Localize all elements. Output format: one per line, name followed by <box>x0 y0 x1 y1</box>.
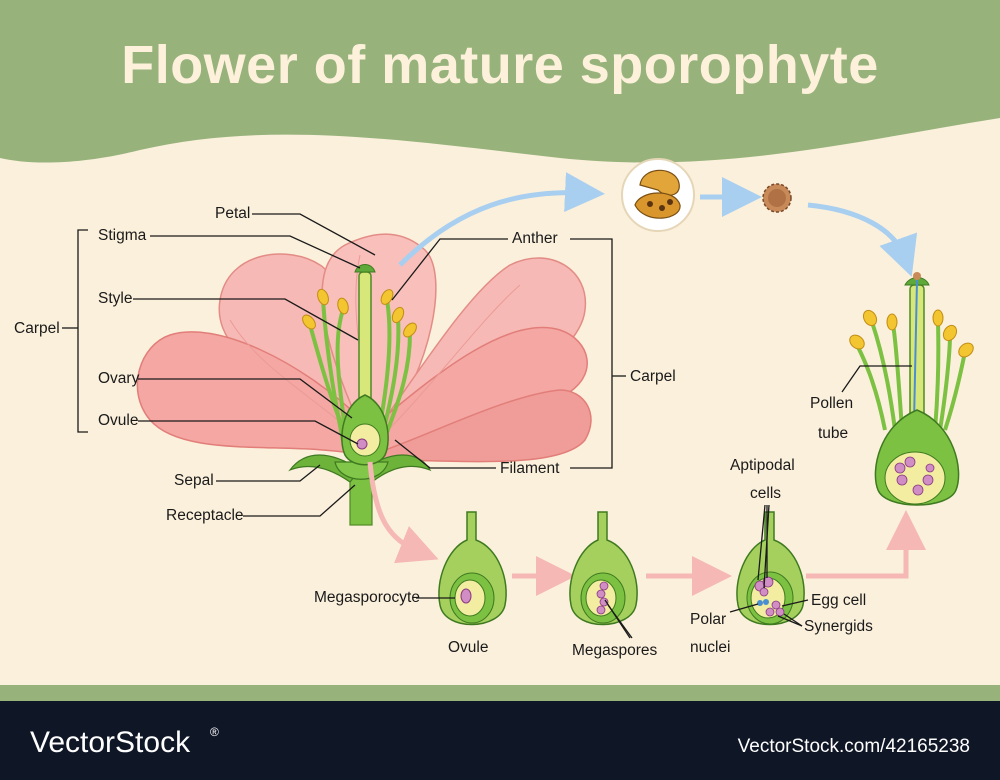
footer-url: VectorStock.com/42165238 <box>738 736 970 757</box>
label-antipodal-line2: cells <box>750 485 781 502</box>
pollen-grain <box>762 183 792 213</box>
arrow-stage3-to-pistil <box>806 510 926 579</box>
page-title: Flower of mature sporophyte <box>121 35 879 95</box>
label-polar-line2: nuclei <box>690 639 731 656</box>
ovule-stage-2 <box>569 511 638 626</box>
label-sepal: Sepal <box>174 472 214 489</box>
label-petal: Petal <box>215 205 250 222</box>
anther-closeup <box>621 158 695 232</box>
anthers <box>302 288 417 338</box>
petal-front-far-right <box>378 389 592 463</box>
header-band <box>0 0 1000 163</box>
footer-bar <box>0 701 1000 780</box>
label-style: Style <box>98 290 132 307</box>
label-synergids: Synergids <box>804 618 873 635</box>
main-flower <box>136 233 592 526</box>
label-megasporocyte: Megasporocyte <box>314 589 420 606</box>
label-antipodal-line1: Aptipodal <box>730 457 795 474</box>
carpel-style <box>358 271 372 403</box>
receptacle <box>334 461 389 480</box>
label-receptacle: Receptacle <box>166 507 244 524</box>
pollinated-pistil <box>849 272 974 506</box>
label-polar-line1: Polar <box>690 611 726 628</box>
label-egg-cell: Egg cell <box>811 592 866 609</box>
footer-reg-mark: ® <box>210 725 219 739</box>
bottom-stripe <box>0 685 1000 701</box>
ovule-stage-1 <box>438 511 507 626</box>
label-pollen-tube-line2: tube <box>818 425 848 442</box>
label-anther: Anther <box>512 230 558 247</box>
ovule-stage-3 <box>736 511 805 626</box>
label-pollen-tube-line1: Pollen <box>810 395 853 412</box>
label-carpel-left: Carpel <box>14 320 60 337</box>
label-ovary: Ovary <box>98 370 140 387</box>
arrow-to-ovule-stage <box>367 461 439 564</box>
petal-front-left <box>136 331 363 456</box>
arrow-to-pollinated-pistil <box>807 202 918 277</box>
arrow-to-anther-closeup <box>398 172 605 267</box>
label-carpel-right: Carpel <box>630 368 676 385</box>
label-filament: Filament <box>500 460 560 477</box>
label-ovule: Ovule <box>98 412 139 429</box>
main-ovule-nucleus <box>356 438 368 450</box>
label-ovule-stage: Ovule <box>448 639 489 656</box>
label-megaspores: Megaspores <box>572 642 658 659</box>
footer-brand: VectorStock <box>30 726 191 759</box>
label-stigma: Stigma <box>98 227 147 244</box>
